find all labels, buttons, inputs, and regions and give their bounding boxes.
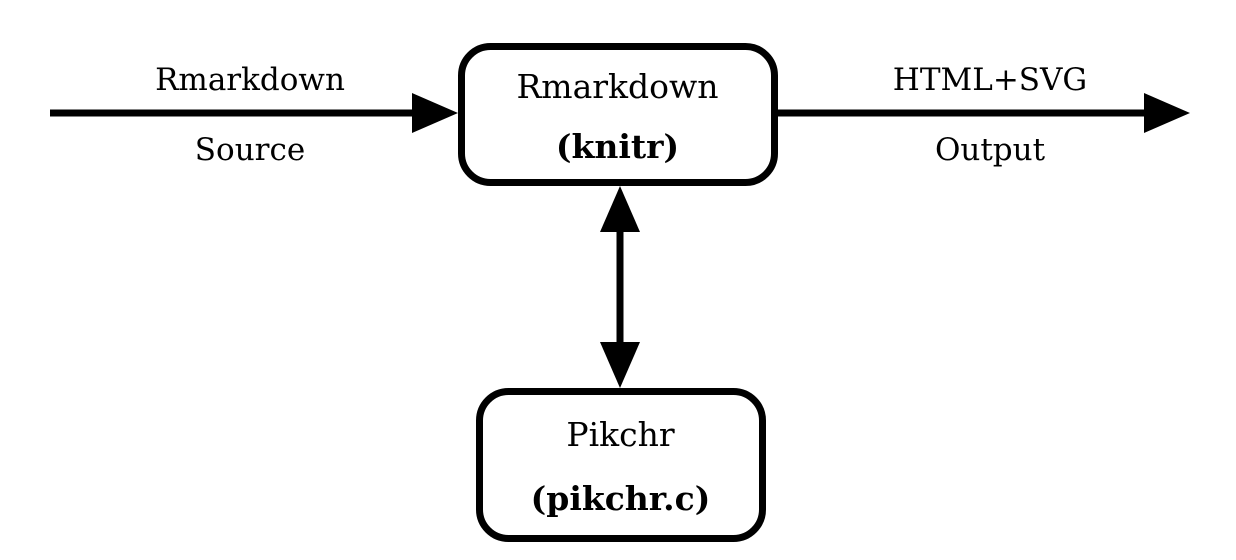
input-arrow: [50, 93, 458, 133]
input-edge-label-bottom: Source: [194, 132, 306, 168]
output-arrowhead-icon: [1144, 93, 1190, 133]
node-pikchr-line1: Pikchr: [566, 415, 675, 454]
output-edge-label-bottom: Output: [934, 132, 1046, 168]
input-edge-label-top: Rmarkdown: [155, 62, 345, 98]
output-arrow: [778, 93, 1190, 133]
node-pikchr-line2: (pikchr.c): [530, 479, 711, 518]
node-rmarkdown-line2: (knitr): [555, 127, 680, 166]
node-rmarkdown-box[interactable]: [458, 43, 778, 186]
output-edge-label-top: HTML+SVG: [892, 62, 1088, 98]
link-arrowhead-down-icon: [600, 342, 640, 388]
link-arrow: [600, 186, 640, 388]
node-pikchr-box[interactable]: [476, 388, 766, 542]
input-arrowhead-icon: [412, 93, 458, 133]
link-arrowhead-up-icon: [600, 186, 640, 232]
node-rmarkdown-line1: Rmarkdown: [516, 67, 719, 106]
